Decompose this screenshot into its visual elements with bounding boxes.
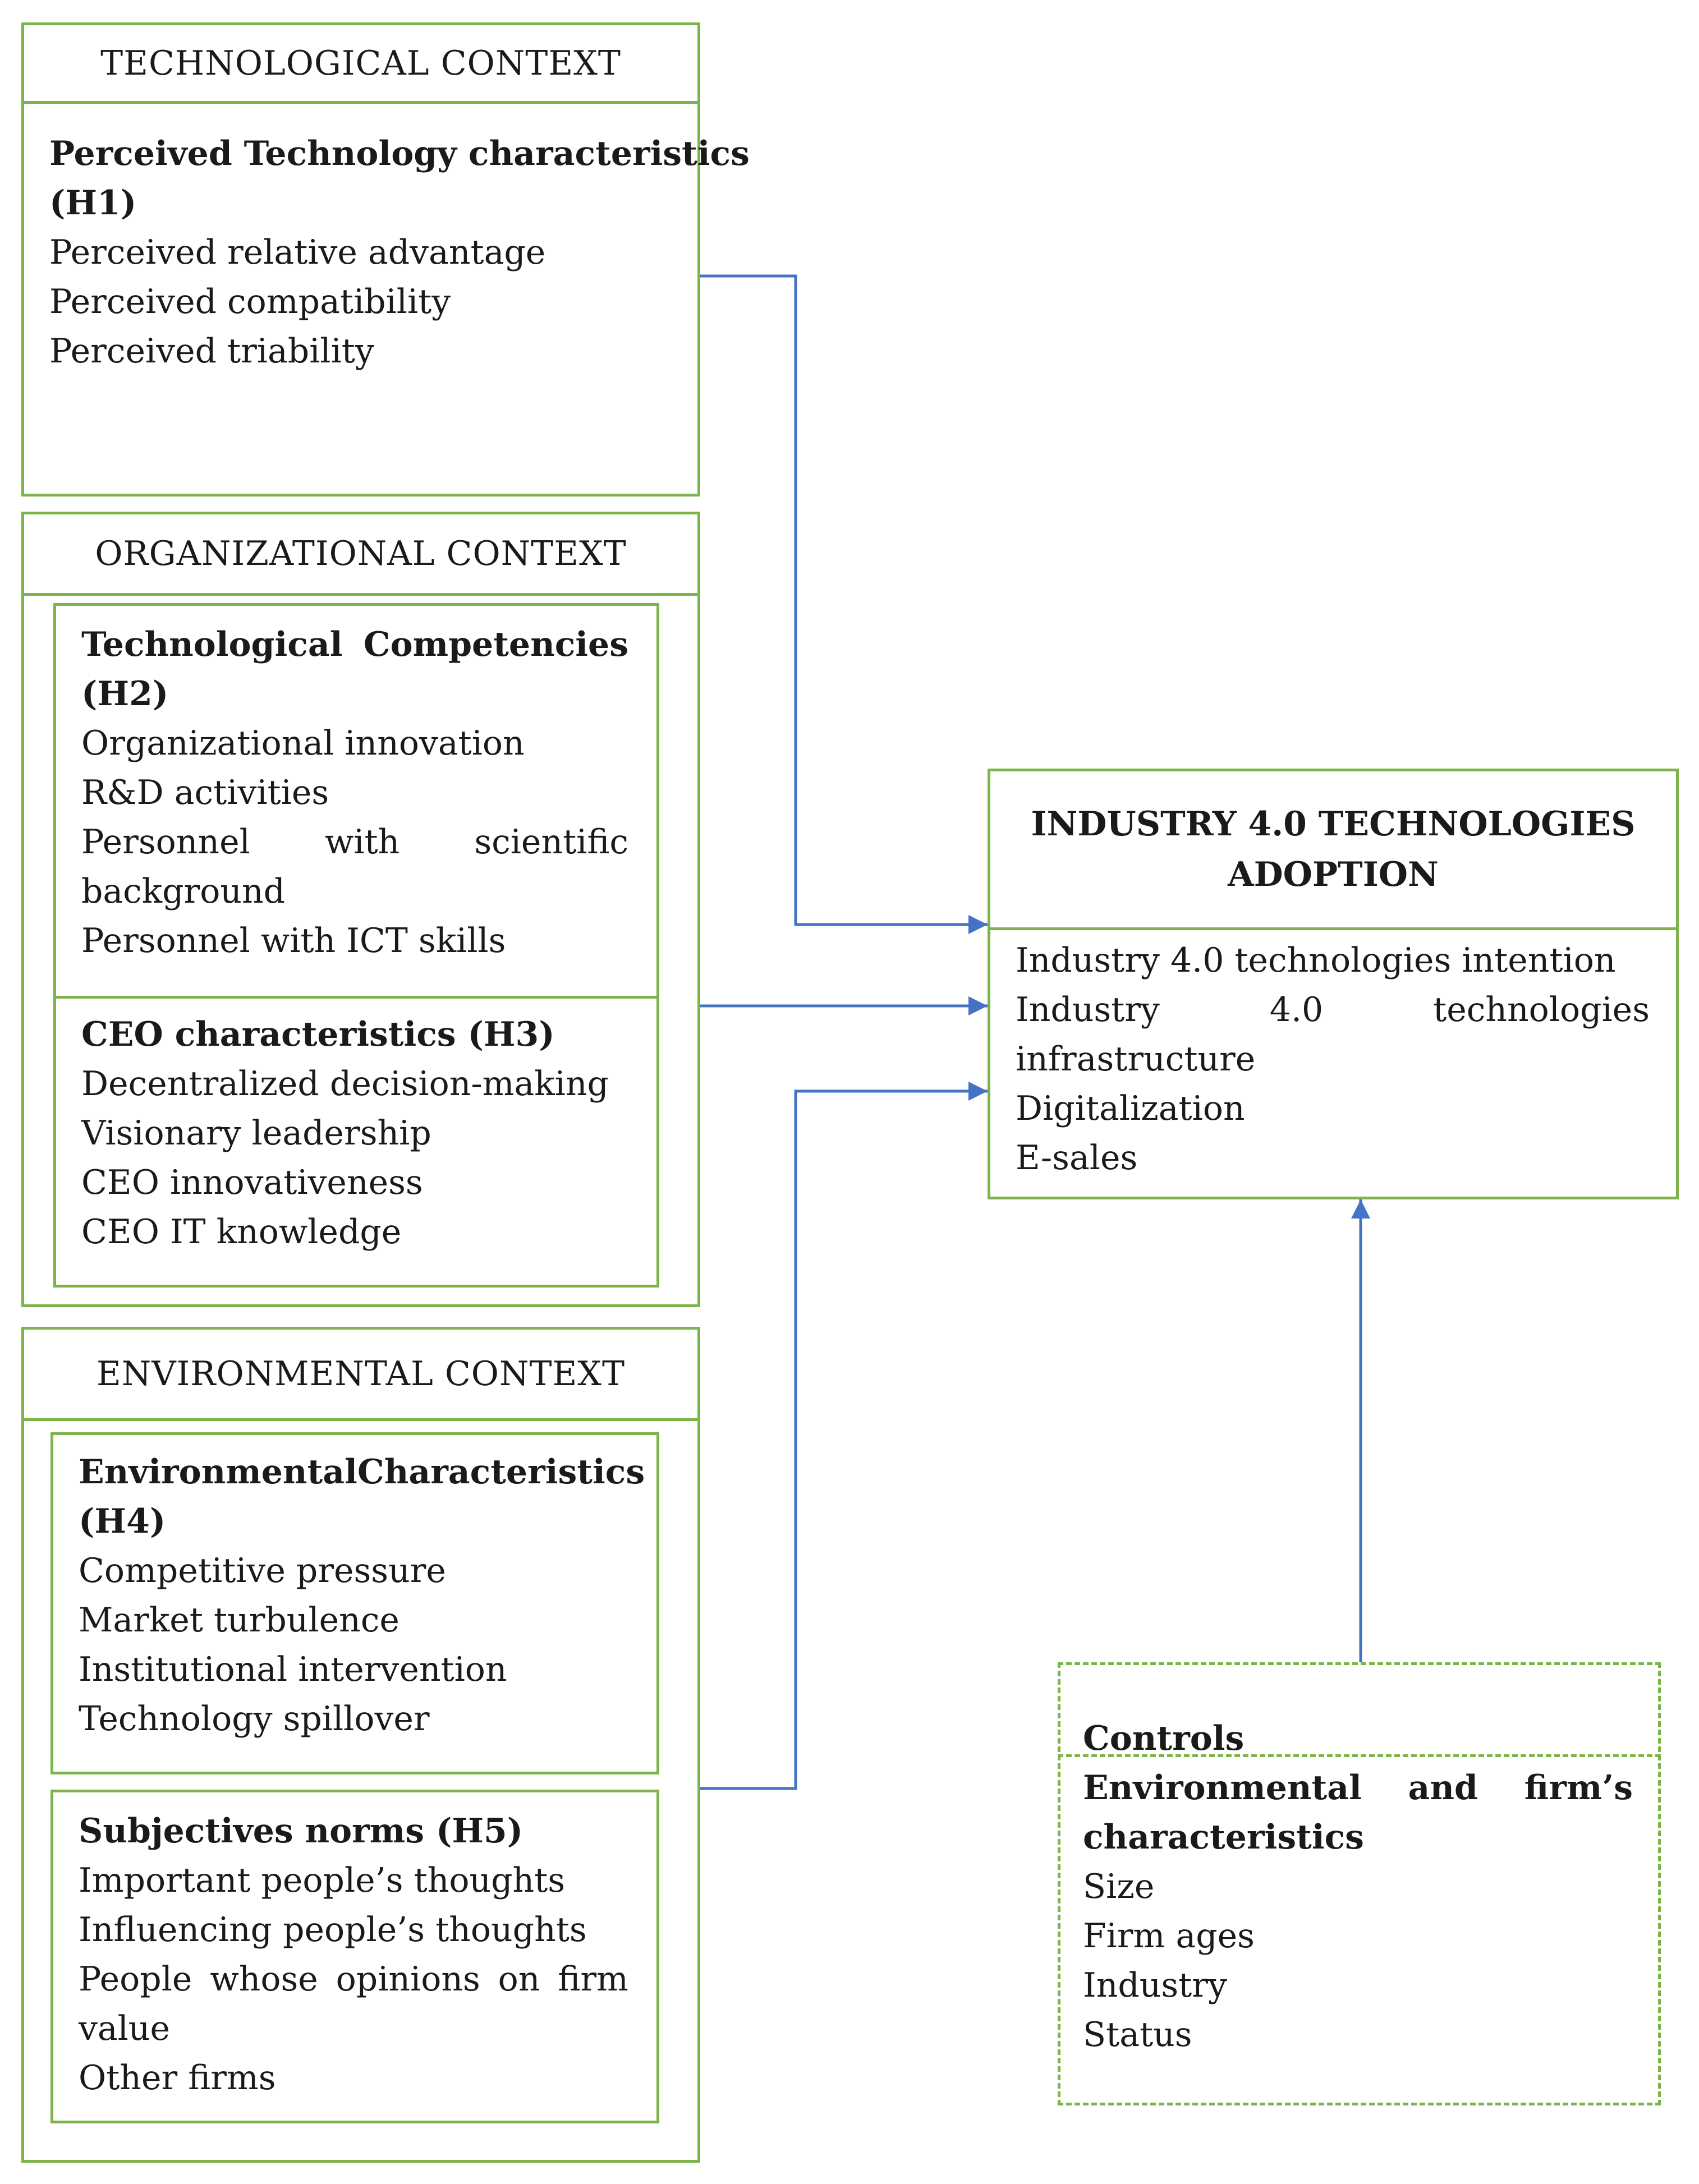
adoption-item-infrastructure-cont: infrastructure [1016,1040,1256,1079]
ceo-item-it-knowledge: CEO IT knowledge [81,1212,402,1252]
env-characteristics-title: Environmental Characteristics [79,1452,645,1492]
competencies-item-rd: R&D activities [81,773,329,812]
organizational-context-header: ORGANIZATIONAL CONTEXT [24,514,697,596]
env-item-spillover: Technology spillover [79,1699,430,1739]
norms-title: Subjectives norms (H5) [79,1811,524,1851]
ceo-item-innovativeness: CEO innovativeness [81,1163,423,1202]
env-characteristics-hypothesis: (H4) [79,1502,166,1541]
competencies-title: Technological Competencies [81,625,628,664]
arrow-environmental-to-adoption [700,1082,988,1790]
environmental-context-header: ENVIRONMENTAL CONTEXT [24,1330,697,1421]
norms-content: Subjectives norms (H5) Important people’… [79,1806,628,2103]
adoption-header: INDUSTRY 4.0 TECHNOLOGIES ADOPTION [990,771,1676,930]
env-item-turbulence: Market turbulence [79,1601,400,1640]
environmental-context-header-text: ENVIRONMENTAL CONTEXT [96,1354,626,1394]
adoption-content: Industry 4.0 technologies intention Indu… [1016,936,1650,1183]
controls-title: Controls [1083,1719,1245,1758]
env-characteristics-content: Environmental Characteristics (H4) Compe… [79,1447,645,1744]
subjective-norms-box [50,1790,659,2123]
technological-content: Perceived Technology characteristics (H1… [49,129,750,376]
organizational-context-box: ORGANIZATIONAL CONTEXT [21,512,700,1307]
arrow-technological-to-adoption [700,274,988,934]
adoption-item-digitalization: Digitalization [1016,1089,1245,1128]
competencies-item-ict: Personnel with ICT skills [81,921,506,960]
organizational-context-header-text: ORGANIZATIONAL CONTEXT [95,534,627,573]
env-item-competitive: Competitive pressure [79,1551,446,1590]
adoption-item-infrastructure: Industry 4.0 technologies [1016,990,1650,1029]
competencies-content: Technological Competencies (H2) Organiza… [81,620,628,965]
ceo-content: CEO characteristics (H3) Decentralized d… [81,1010,628,1257]
competencies-hypothesis: (H2) [81,674,169,714]
controls-subtitle: Environmental and firm’s [1083,1768,1633,1808]
ceo-item-decentralized: Decentralized decision-making [81,1064,609,1104]
controls-item-size: Size [1083,1867,1155,1906]
norms-item-opinions-cont: value [79,2009,171,2048]
norms-item-important: Important people’s thoughts [79,1861,566,1900]
controls-item-status: Status [1083,2015,1192,2054]
controls-box [1058,1662,1661,2105]
adoption-item-intention: Industry 4.0 technologies intention [1016,941,1616,980]
competencies-item-scientific-cont: background [81,872,286,911]
adoption-box: INDUSTRY 4.0 TECHNOLOGIES ADOPTION [988,769,1679,1199]
controls-subtitle-cont: characteristics [1083,1818,1364,1857]
norms-item-influencing: Influencing people’s thoughts [79,1910,587,1949]
ceo-title: CEO characteristics (H3) [81,1015,555,1054]
norms-item-opinions: People whose opinions on firm [79,1960,628,1999]
controls-item-firm-ages: Firm ages [1083,1916,1255,1956]
competencies-item-scientific: Personnel with scientific [81,822,628,862]
ceo-item-visionary: Visionary leadership [81,1114,431,1153]
competencies-item-innovation: Organizational innovation [81,724,525,763]
tech-item-relative-advantage: Perceived relative advantage [49,233,546,272]
controls-item-industry: Industry [1083,1966,1227,2005]
adoption-title-line2: ADOPTION [1228,855,1439,894]
environmental-context-box: ENVIRONMENTAL CONTEXT [21,1327,700,2163]
technological-context-header-text: TECHNOLOGICAL CONTEXT [100,43,621,83]
tech-item-compatibility: Perceived compatibility [49,282,451,321]
norms-item-other-firms: Other firms [79,2058,276,2098]
controls-divider [1058,1754,1661,1757]
env-item-institutional: Institutional intervention [79,1650,507,1689]
tech-item-triability: Perceived triability [49,332,374,371]
tech-characteristics-title: Perceived Technology characteristics [49,134,750,173]
ceo-characteristics-box [53,996,659,1288]
technological-context-header: TECHNOLOGICAL CONTEXT [24,25,697,104]
technological-context-box: TECHNOLOGICAL CONTEXT Perceived Technolo… [21,22,750,496]
environmental-characteristics-box [50,1432,659,1774]
controls-content: Controls Environmental and firm’s charac… [1083,1714,1633,2059]
adoption-title-line1: INDUSTRY 4.0 TECHNOLOGIES [1031,804,1636,844]
tech-characteristics-hypothesis: (H1) [49,183,137,223]
adoption-item-esales: E-sales [1016,1138,1138,1178]
